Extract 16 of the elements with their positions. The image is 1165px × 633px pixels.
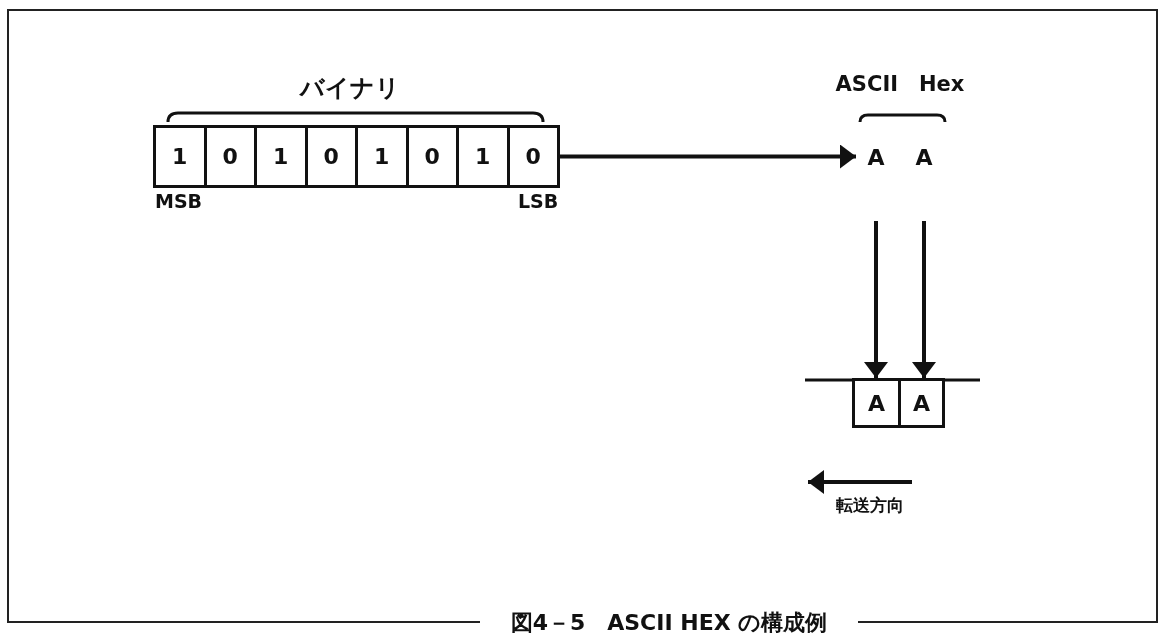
arrow	[912, 221, 936, 378]
arrow	[864, 221, 888, 378]
bit-cell: 1	[254, 125, 308, 188]
bit-cell: 1	[456, 125, 510, 188]
hex-digit: A	[867, 145, 885, 172]
buffer-cell: A	[852, 378, 901, 428]
bit-label: MSB	[155, 190, 203, 212]
bit-cell: 1	[153, 125, 207, 188]
arrow	[560, 144, 856, 169]
bit-label: LSB	[518, 190, 559, 212]
hex-digit: A	[915, 145, 933, 172]
group-label: ASCII Hex	[835, 71, 965, 98]
group-label: バイナリ	[300, 73, 400, 104]
buffer-cell: A	[898, 378, 945, 428]
bit-cell: 1	[355, 125, 409, 188]
direction-label: 転送方向	[836, 494, 904, 517]
